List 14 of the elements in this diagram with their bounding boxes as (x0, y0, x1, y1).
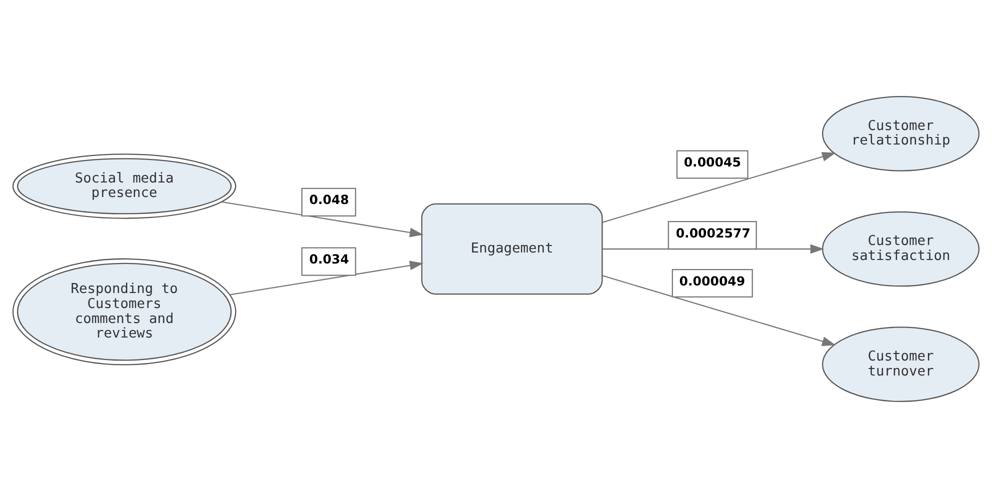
node-ellipse: Responding to Customers comments and reviews (12, 258, 236, 366)
arrow (602, 275, 836, 346)
arrow (602, 152, 836, 223)
node-ellipse: Social media presence (12, 154, 236, 219)
edge-label: 0.00045 (684, 154, 741, 170)
node-ellipse: Customer satisfaction (822, 211, 980, 287)
arrow (602, 244, 824, 254)
edge-label: 0.048 (309, 192, 349, 208)
arrow (222, 201, 424, 238)
node-box: Engagement (421, 203, 603, 295)
edge-label: 0.0002577 (676, 225, 750, 240)
edge-label: 0.000049 (679, 273, 746, 288)
arrow (230, 260, 424, 296)
edge-label: 0.034 (309, 252, 349, 267)
